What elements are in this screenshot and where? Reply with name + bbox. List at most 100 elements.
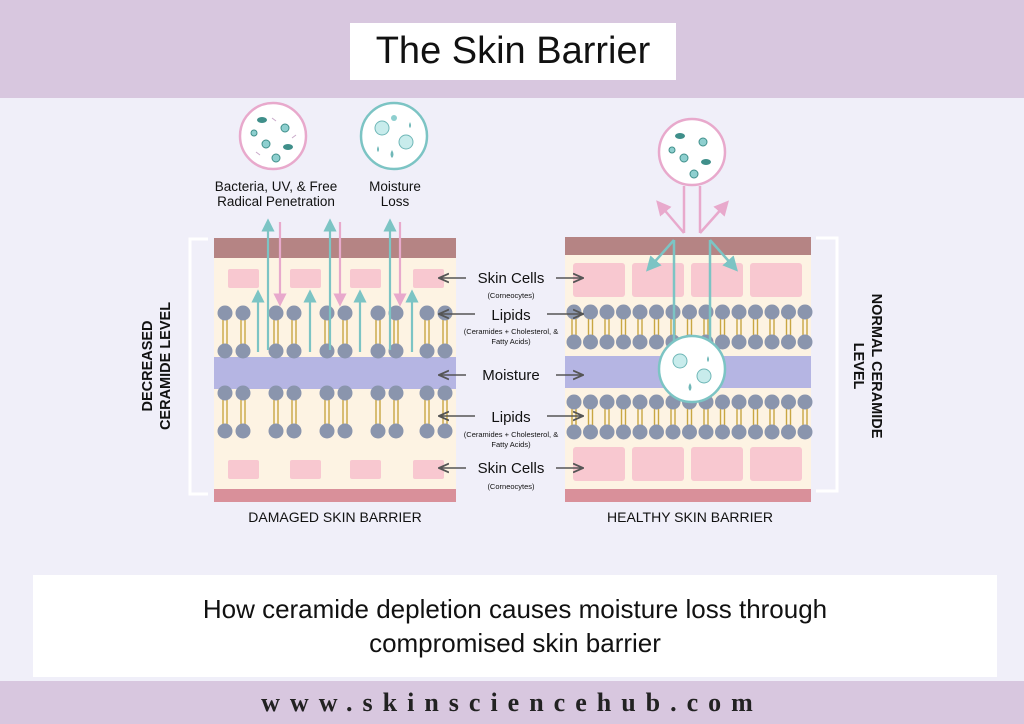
lipid-head [437, 305, 453, 321]
moisture-loss-line2: Loss [381, 194, 410, 209]
lipid-head [217, 305, 233, 321]
lipid-head [217, 385, 233, 401]
skin-cell [573, 263, 625, 297]
lipid-head [337, 305, 353, 321]
lipid-head [599, 304, 615, 320]
lipid-head [583, 424, 598, 440]
left-penetration-arrows [251, 218, 419, 352]
lipid-head [268, 423, 284, 439]
lipid-head [599, 334, 615, 350]
skin-cell [228, 460, 259, 479]
diagram-caption: How ceramide depletion causes moisture l… [202, 594, 828, 658]
lipid-head [217, 343, 233, 359]
left-level-label: DECREASED CERAMIDE LEVEL [140, 302, 174, 430]
lipid-head [665, 424, 681, 440]
lipid-head [731, 394, 747, 410]
skin-cells-top-sub: (Corneocytes) [487, 291, 535, 300]
lipid-head [268, 385, 284, 401]
left-level-line1: DECREASED [140, 320, 156, 411]
healthy-caption: HEALTHY SKIN BARRIER [607, 509, 773, 525]
lipid-head [337, 423, 353, 439]
lipid-head [649, 424, 664, 440]
lipid-head [286, 343, 302, 359]
skin-cell [691, 263, 743, 297]
lipid-head [764, 424, 780, 440]
lipid-head [419, 423, 435, 439]
caption-box: How ceramide depletion causes moisture l… [33, 575, 997, 677]
bacteria-label-line2: Radical Penetration [217, 194, 335, 209]
lipid-head [419, 385, 435, 401]
right-deflection-arrows [646, 186, 738, 350]
lipid-head [781, 334, 796, 350]
left-lipids [217, 305, 453, 439]
skin-cells-bottom-label: Skin Cells [478, 460, 545, 477]
lipid-head [388, 423, 404, 439]
lipid-head [235, 423, 251, 439]
retained-moisture-icon [657, 334, 727, 404]
title-box: The Skin Barrier [350, 23, 676, 80]
lipid-head [337, 385, 353, 401]
lipid-head [632, 304, 648, 320]
moisture-loss-line1: Moisture [369, 179, 421, 194]
lipid-head [268, 305, 284, 321]
lipid-head [764, 394, 780, 410]
skin-cell [750, 263, 802, 297]
left-level-line2: CERAMIDE LEVEL [158, 302, 174, 430]
lipid-head [616, 394, 631, 410]
layer-labels: Skin Cells (Corneocytes) Lipids (Ceramid… [440, 270, 582, 491]
lipid-head [337, 343, 353, 359]
skin-cells-top-label: Skin Cells [478, 270, 545, 287]
lipid-head [437, 385, 453, 401]
lipid-head [616, 304, 631, 320]
lipid-head [781, 304, 796, 320]
bacteria-icon [238, 101, 308, 171]
lipid-head [649, 334, 664, 350]
lipid-head [599, 424, 615, 440]
lipid-head [616, 424, 631, 440]
damaged-barrier-block [214, 238, 456, 502]
lipid-head [286, 305, 302, 321]
website-link[interactable]: www.skinsciencehub.com [261, 687, 763, 717]
moisture-label: Moisture [482, 367, 540, 384]
skin-cell [632, 263, 684, 297]
lipid-head [715, 424, 730, 440]
skin-cell [413, 269, 444, 288]
lipids-bottom-sub-line2: Fatty Acids) [491, 440, 531, 449]
lipid-head [632, 334, 648, 350]
lipid-head [715, 394, 730, 410]
lipid-head [616, 334, 631, 350]
bacteria-icon-right [657, 117, 727, 187]
lipid-head [583, 304, 598, 320]
lipid-head [388, 385, 404, 401]
healthy-barrier-block [565, 237, 813, 502]
right-skin-cells [573, 263, 802, 481]
lipid-head [566, 304, 582, 320]
left-skin-bottom [214, 489, 456, 502]
lipid-head [715, 334, 730, 350]
lipid-head [268, 343, 284, 359]
lipid-head [797, 304, 813, 320]
lipid-head [419, 305, 435, 321]
skin-cells-bottom-sub: (Corneocytes) [487, 482, 535, 491]
lipid-head [437, 423, 453, 439]
damaged-caption: DAMAGED SKIN BARRIER [248, 509, 421, 525]
lipids-top-sub-line1: (Ceramides + Cholesterol, & [464, 327, 558, 336]
lipid-head [748, 334, 763, 350]
lipid-head [319, 343, 335, 359]
skin-cell [632, 447, 684, 481]
lipid-head [781, 424, 796, 440]
lipids-bottom-label: Lipids [491, 409, 530, 426]
lipid-head [566, 394, 582, 410]
skin-cell [350, 269, 381, 288]
skin-cell [350, 460, 381, 479]
lipid-head [748, 304, 763, 320]
left-skin-cells [228, 269, 444, 479]
lipid-head [370, 423, 386, 439]
lipid-head [797, 334, 813, 350]
lipid-head [682, 424, 697, 440]
lipid-head [649, 394, 664, 410]
lipids-top-label: Lipids [491, 307, 530, 324]
lipid-head [370, 343, 386, 359]
right-skin-top [565, 237, 811, 255]
